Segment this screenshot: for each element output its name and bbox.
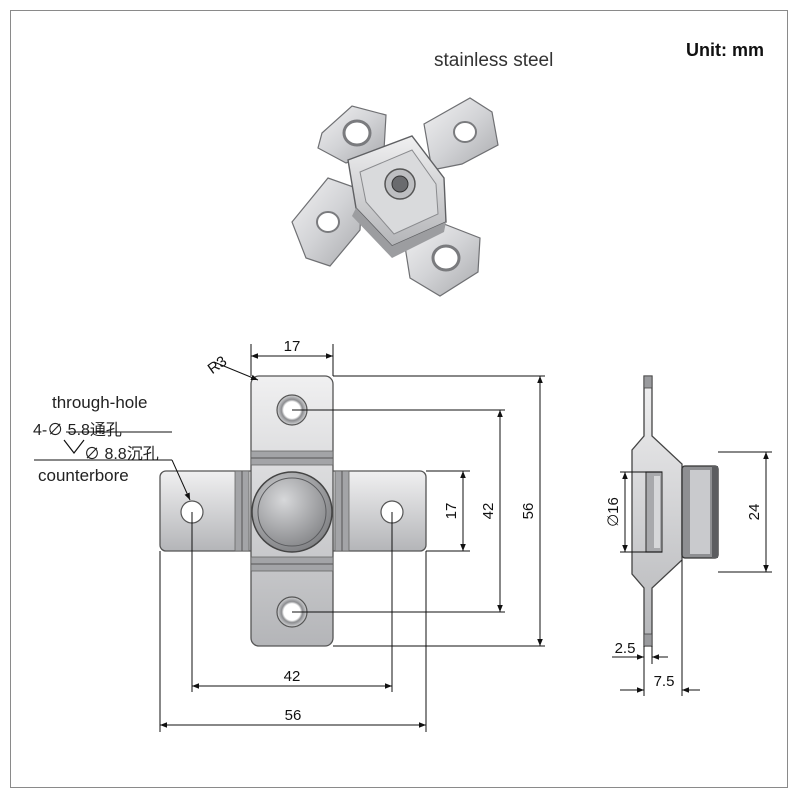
drawing-frame [10, 10, 788, 788]
side-boss-shadow [712, 466, 718, 558]
front-dimensions [34, 344, 545, 732]
unit-label: Unit: mm [686, 40, 764, 60]
dim-center-height: 17 [443, 503, 460, 520]
material-label: stainless steel [434, 50, 554, 71]
side-boss-stub-highlight [654, 476, 660, 548]
photo-hole-top-right [453, 121, 477, 143]
leader-r3 [213, 361, 259, 381]
through-hole-spec: 4-∅ 5.8通孔 [33, 422, 122, 439]
dim-vertical-overall: 56 [520, 503, 537, 520]
side-plate-bottom-tip [643, 633, 653, 647]
photo-center-edge [352, 208, 446, 258]
photo-hole-top-left [342, 119, 372, 147]
side-boss-highlight [690, 470, 710, 554]
dim-radius: R3 [205, 353, 230, 378]
through-hole-label: through-hole [52, 393, 148, 412]
front-view [159, 375, 427, 647]
dim-horizontal-hole-spacing: 42 [284, 668, 301, 685]
dim-boss-height: 24 [746, 504, 763, 521]
dim-horizontal-overall: 56 [285, 707, 302, 724]
photo-hole-bottom-left [316, 211, 340, 233]
dim-arm-width: 17 [284, 338, 301, 355]
dim-plate-thickness: 2.5 [615, 640, 636, 657]
dim-offset: 7.5 [654, 673, 675, 690]
side-view [631, 375, 719, 647]
front-center-boss [251, 471, 333, 553]
front-boss-ring [257, 477, 327, 547]
callout-leader [171, 459, 191, 501]
dim-vertical-hole-spacing: 42 [480, 503, 497, 520]
side-dimensions [612, 451, 772, 696]
counterbore-spec: ∅ 8.8沉孔 [84, 446, 159, 463]
photo-hole-bottom-right [431, 244, 461, 272]
counterbore-symbol [63, 439, 85, 454]
side-plate-top-tip [643, 375, 653, 389]
product-photo [291, 97, 499, 297]
dim-boss-diameter: ∅16 [605, 497, 622, 527]
photo-socket-recess [391, 175, 409, 193]
counterbore-label: counterbore [38, 466, 129, 485]
